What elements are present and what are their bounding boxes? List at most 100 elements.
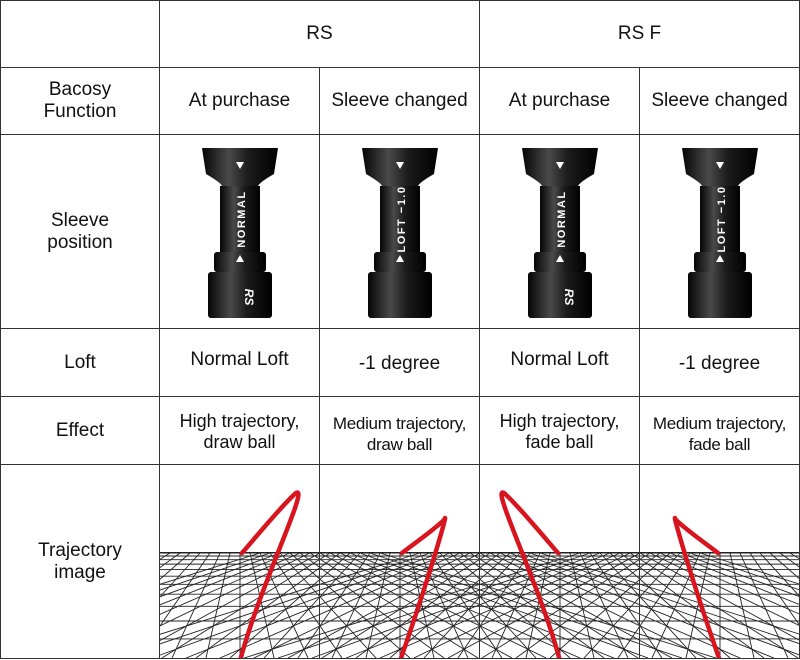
sleeve-label: LOFT −1.0 xyxy=(716,185,728,252)
grid-line xyxy=(481,552,651,658)
grid-line xyxy=(509,552,775,658)
grid-line xyxy=(389,552,511,658)
grid-line xyxy=(651,552,701,658)
arrow-down-icon xyxy=(715,161,724,169)
grid-line xyxy=(379,552,621,658)
grid-line xyxy=(659,552,799,615)
grid-line xyxy=(269,552,343,658)
grid-line xyxy=(355,552,501,658)
sleeve-base xyxy=(367,271,432,318)
grid-line xyxy=(679,552,799,597)
header-rs: RS xyxy=(306,23,333,44)
grid-line xyxy=(297,552,371,658)
grid-line xyxy=(689,552,799,591)
grid-line xyxy=(160,552,281,598)
grid-line xyxy=(609,552,731,658)
trajectory-line xyxy=(238,490,301,658)
grid-line xyxy=(569,552,595,658)
grid-line xyxy=(160,552,181,569)
grid-line xyxy=(529,552,799,645)
grid-line xyxy=(160,552,441,656)
ball-flight-curve xyxy=(238,490,301,658)
grid-line xyxy=(491,552,541,658)
sleeve-base xyxy=(527,271,592,318)
row-label-trajectory-line2: image xyxy=(54,561,106,583)
effect-cell: High trajectory, fade ball xyxy=(480,397,639,467)
trajectory-image xyxy=(160,465,799,658)
grid-line xyxy=(489,552,707,658)
grid-line xyxy=(459,552,605,658)
grid-line xyxy=(195,552,341,658)
effect-line1: Medium trajectory, xyxy=(652,414,787,433)
grid-line xyxy=(413,552,631,658)
grid-line xyxy=(160,552,421,635)
row-label-trajectory-line1: Trajectory xyxy=(38,539,122,561)
grid-line xyxy=(160,552,261,585)
effect-line1: High trajectory, xyxy=(179,411,300,431)
grid-line xyxy=(649,552,799,626)
grid-line xyxy=(160,552,311,627)
trajectory-line xyxy=(499,490,562,658)
grid-line xyxy=(769,552,799,579)
row-label-function-line1: Bacosy xyxy=(48,79,112,100)
loft-cell: -1 degree xyxy=(358,353,441,374)
sleeve-label: NORMAL xyxy=(556,190,568,247)
sleeve-image: LOFT −1.0 xyxy=(320,135,479,328)
ball-flight-curve xyxy=(672,515,722,658)
grid-line xyxy=(160,552,271,591)
arrow-up-icon xyxy=(555,254,564,262)
grid-line xyxy=(439,552,537,658)
trajectory-line xyxy=(672,515,722,658)
grid-line xyxy=(160,552,301,615)
grid-line xyxy=(429,552,503,658)
sleeve-drawing: LOFT −1.0 xyxy=(681,147,758,318)
arrow-up-icon xyxy=(715,254,724,262)
grid-line xyxy=(619,552,765,658)
grid-line xyxy=(583,552,681,658)
grid-line xyxy=(160,552,201,598)
ball-flight-curve xyxy=(499,490,562,658)
ball-flight-curve xyxy=(398,515,448,658)
grid-line xyxy=(359,552,649,658)
sleeve-label: LOFT −1.0 xyxy=(396,185,408,252)
grid-line xyxy=(409,552,435,658)
grid-line xyxy=(579,552,629,658)
row-label-loft: Loft xyxy=(64,351,96,373)
sleeve-shaft xyxy=(219,185,260,252)
grid-line xyxy=(759,552,799,597)
grid-line xyxy=(277,552,591,658)
grid-line xyxy=(161,552,331,658)
grid-line xyxy=(457,552,531,658)
arrow-up-icon xyxy=(235,254,244,262)
row-label-sleeve-line2: position xyxy=(47,231,113,253)
effect-line2: draw ball xyxy=(203,432,276,452)
grid-line xyxy=(499,552,741,658)
grid-line xyxy=(243,552,581,658)
function-cell: Sleeve changed xyxy=(331,90,468,111)
grid-line xyxy=(331,552,381,658)
row-label-function-line2: Function xyxy=(43,101,117,122)
grid-line xyxy=(669,552,799,605)
arrow-down-icon xyxy=(235,161,244,169)
grid-line xyxy=(249,552,275,658)
sleeve-shaft xyxy=(539,185,580,252)
loft-cell: -1 degree xyxy=(678,353,761,374)
loft-cell: Normal Loft xyxy=(190,349,289,370)
grid-line xyxy=(729,552,755,658)
row-label-function: Bacosy Function xyxy=(1,68,159,134)
arrow-up-icon xyxy=(395,254,404,262)
sleeve-shaft xyxy=(379,185,420,252)
grid-line xyxy=(739,552,789,658)
grid-line xyxy=(515,552,661,658)
grid-line xyxy=(525,552,551,658)
row-label-effect: Effect xyxy=(55,419,105,441)
grid-line xyxy=(639,552,799,641)
sleeve-image: LOFT −1.0 xyxy=(640,135,799,328)
grid-line xyxy=(449,552,571,658)
row-label-sleeve: Sleeve position xyxy=(1,135,159,328)
grid-line xyxy=(253,552,471,658)
grid-line xyxy=(423,552,521,658)
grid-line xyxy=(160,552,211,627)
effect-line2: fade ball xyxy=(688,435,751,454)
grid-line xyxy=(160,552,191,580)
